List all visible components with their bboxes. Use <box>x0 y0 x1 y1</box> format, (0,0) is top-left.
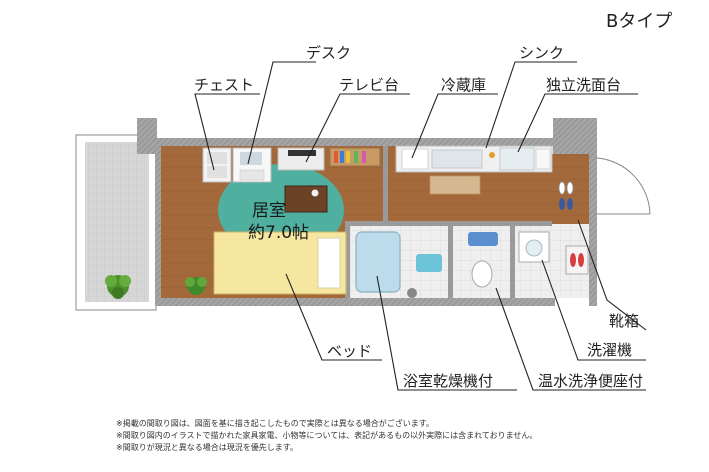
leader-lines <box>194 61 647 391</box>
label-bath: 浴室乾燥機付 <box>403 372 493 390</box>
label-bed: ベッド <box>327 342 372 360</box>
leader-fridge <box>411 93 498 159</box>
toilet <box>471 260 493 288</box>
shelf <box>329 147 381 167</box>
label-vanity: 独立洗面台 <box>546 76 621 94</box>
chair-icon <box>239 169 265 181</box>
label-chest: チェスト <box>194 76 254 94</box>
sink <box>431 149 483 169</box>
tv-icon <box>288 150 316 156</box>
room-name: 居室 <box>252 201 286 221</box>
kitchen-mat <box>429 175 481 195</box>
balcony-plant-icon <box>105 275 131 299</box>
bathroom <box>350 226 448 298</box>
balcony <box>75 134 157 311</box>
label-shoe-box: 靴箱 <box>609 312 639 330</box>
note-line: ※掲載の間取り図は、図面を基に描き起こしたもので実際とは異なる場合がございます。 <box>116 419 434 428</box>
leader-bath <box>376 275 517 391</box>
bath-mat <box>416 254 442 272</box>
shoes-icon <box>558 181 574 210</box>
washer-area <box>515 226 552 298</box>
room-plant-icon <box>185 277 207 295</box>
leader-bed <box>285 273 382 361</box>
leader-vanity <box>517 93 638 153</box>
refrigerator <box>401 148 429 170</box>
label-refrigerator: 冷蔵庫 <box>441 76 486 94</box>
coffee-table <box>284 185 328 213</box>
room-size: 約7.0帖 <box>248 223 309 243</box>
note-line: ※間取り図内のイラストで描かれた家具家電、小物等については、表記があるもの以外実… <box>116 431 538 440</box>
monitor-icon <box>240 152 262 165</box>
kitchen-counter <box>395 145 553 195</box>
label-toilet: 温水洗浄便座付 <box>538 372 643 390</box>
desk <box>232 147 272 183</box>
chest <box>202 147 232 183</box>
leader-toilet <box>495 287 646 391</box>
leader-shoebox <box>577 219 647 331</box>
tv-stand <box>277 147 325 171</box>
leader-desk <box>247 61 316 165</box>
label-desk: デスク <box>306 44 351 62</box>
leader-washer <box>541 259 646 361</box>
toilet-room <box>453 226 510 298</box>
disclaimer-notes: ※掲載の間取り図は、図面を基に描き起こしたもので実際とは異なる場合がございます。… <box>116 418 676 454</box>
label-tv-stand: テレビ台 <box>339 76 399 94</box>
leader-tv <box>305 93 410 163</box>
leader-sink <box>485 61 577 149</box>
note-line: ※間取りが現況と異なる場合は現況を優先します。 <box>116 443 298 452</box>
label-sink: シンク <box>519 44 564 62</box>
entrance-door <box>596 157 651 215</box>
bed <box>213 231 347 295</box>
type-label: Bタイプ <box>606 11 672 32</box>
vanity <box>499 147 535 171</box>
shoe-box <box>565 245 589 275</box>
bathtub <box>355 231 401 293</box>
leader-chest <box>194 93 260 171</box>
label-washer: 洗濯機 <box>587 341 632 359</box>
inner-walls <box>345 146 552 298</box>
